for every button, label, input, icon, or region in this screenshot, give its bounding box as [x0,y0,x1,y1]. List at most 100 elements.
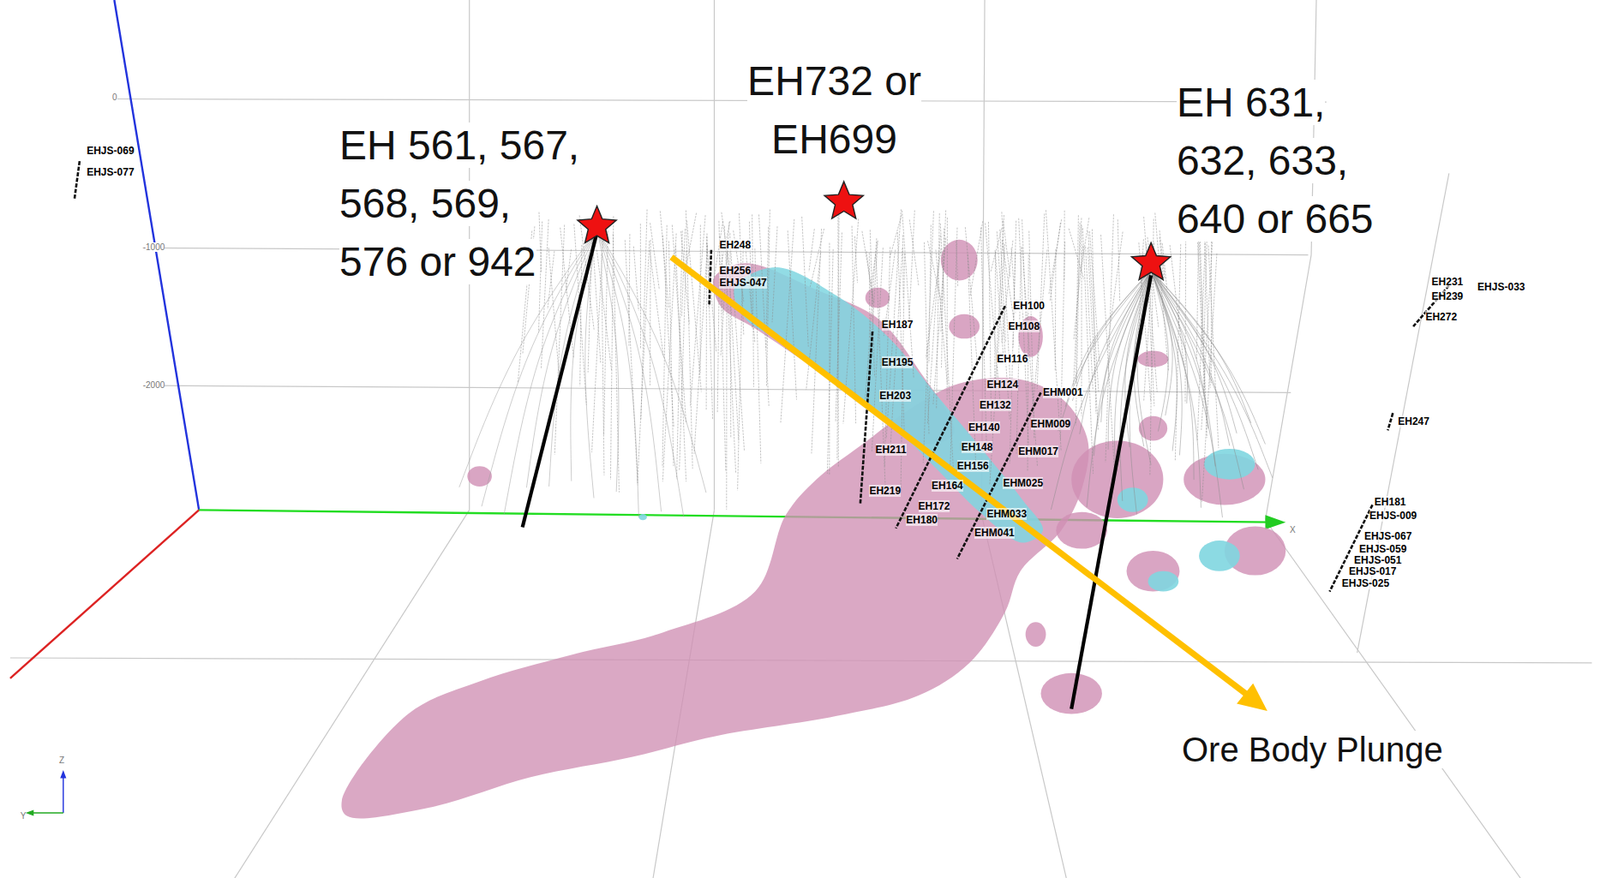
planned-hole [1071,275,1151,709]
label-text: EH181 [1374,496,1407,509]
drill-trace [601,254,605,476]
drillhole [74,161,80,199]
drill-trace [811,228,822,454]
axis-label: -2000 [143,380,166,390]
label-text: EH172 [918,500,951,513]
grid-line [113,98,1327,102]
drill-trace [787,230,797,400]
drill-trace [1080,217,1090,273]
ore-pod [1055,512,1108,550]
drill-trace [1002,220,1010,277]
drillhole-label: EH116 [996,353,1028,365]
drillhole [1387,413,1393,431]
drillhole-label: EH140 [968,422,1001,433]
target-star [824,181,863,219]
label-text: EHM001 [1042,386,1084,399]
drill-trace [706,236,708,412]
label-text: EH256 [719,264,751,277]
label-text: EH140 [968,421,1001,434]
drill-trace [864,238,877,408]
drillhole-label: EH231 [1432,276,1464,288]
drill-trace [649,250,664,358]
callout-label: EH732 or EH699 [742,52,927,169]
drillhole-label: EHJS-047 [719,277,767,288]
drill-trace [554,224,564,455]
drill-trace [685,210,693,470]
drillhole-label: EHM025 [1002,478,1043,489]
drill-trace [1210,238,1212,384]
drill-trace [707,233,714,420]
drillhole-label: EHM001 [1042,387,1084,398]
label-text: EH124 [986,378,1019,391]
drill-trace [940,223,953,474]
drill-trace [1054,249,1057,372]
drill-trace [1029,231,1035,439]
drillhole-label: EHM017 [1018,446,1059,457]
drillhole-label: EHM009 [1030,419,1072,430]
ore-pod [1138,416,1168,442]
ore-body [341,377,1089,820]
high-grade-pod [1204,449,1256,480]
drill-trace [909,219,919,286]
drill-trace [808,228,815,272]
high-grade-pod [638,514,648,521]
drill-trace [1162,243,1168,290]
drill-trace [679,251,687,472]
drill-fan [1150,270,1223,519]
high-grade-pod [1198,540,1241,572]
drill-trace [826,249,833,474]
drillhole-label: EH180 [905,515,938,526]
label-text: EHM041 [974,527,1015,540]
drill-trace [941,227,945,368]
drill-trace [682,228,686,317]
drill-fan [1150,270,1259,471]
drill-fan [1150,270,1244,491]
label-text: EH732 or EH699 [747,58,922,162]
drill-trace [802,216,809,348]
drill-fan [1150,270,1173,417]
label-text: EH100 [1012,299,1045,312]
drill-trace [868,252,871,339]
label-text: EHJS-047 [719,276,767,289]
drill-traces [459,209,1273,518]
label-text: EHJS-077 [86,166,134,179]
drill-trace [592,221,605,453]
legend-y [30,812,64,814]
drill-trace [706,242,716,353]
drill-trace [1016,246,1022,454]
label-text: EH195 [881,356,914,369]
label-text: EHJS-067 [1364,530,1412,543]
label-text: X [1289,525,1296,535]
scene-group [10,0,1593,878]
legend-y-head [25,809,35,816]
callout-label: EH 561, 567, 568, 569, 576 or 942 [339,116,585,292]
label-text: -1000 [143,242,166,252]
label-text: EH211 [875,443,907,456]
drill-fan [570,229,598,482]
label-text: EH272 [1425,311,1457,324]
label-text: EHJS-051 [1354,554,1402,567]
drill-trace [539,212,542,273]
drillhole-label: EHJS-067 [1364,531,1412,542]
drill-trace [988,221,991,428]
drill-trace [828,243,830,476]
drill-trace [772,226,778,323]
drill-trace [994,251,996,384]
drill-trace [936,213,941,410]
target-star [1131,242,1170,280]
drill-trace [990,227,1002,272]
ore-pod [467,466,492,487]
drillhole-label: EH124 [986,379,1019,390]
label-text: Y [20,811,27,821]
label-text: EH148 [961,441,994,454]
drillhole-label: EH108 [1007,321,1040,332]
drill-trace [766,209,770,388]
axis-label: X [1289,525,1296,535]
drill-fan [1150,270,1252,424]
drill-trace [809,228,824,288]
drillhole-label: EH172 [918,501,951,512]
drillhole-label: EH164 [931,480,964,492]
drill-trace [927,235,941,426]
label-text: EHM025 [1002,477,1043,490]
drill-trace [729,233,732,438]
